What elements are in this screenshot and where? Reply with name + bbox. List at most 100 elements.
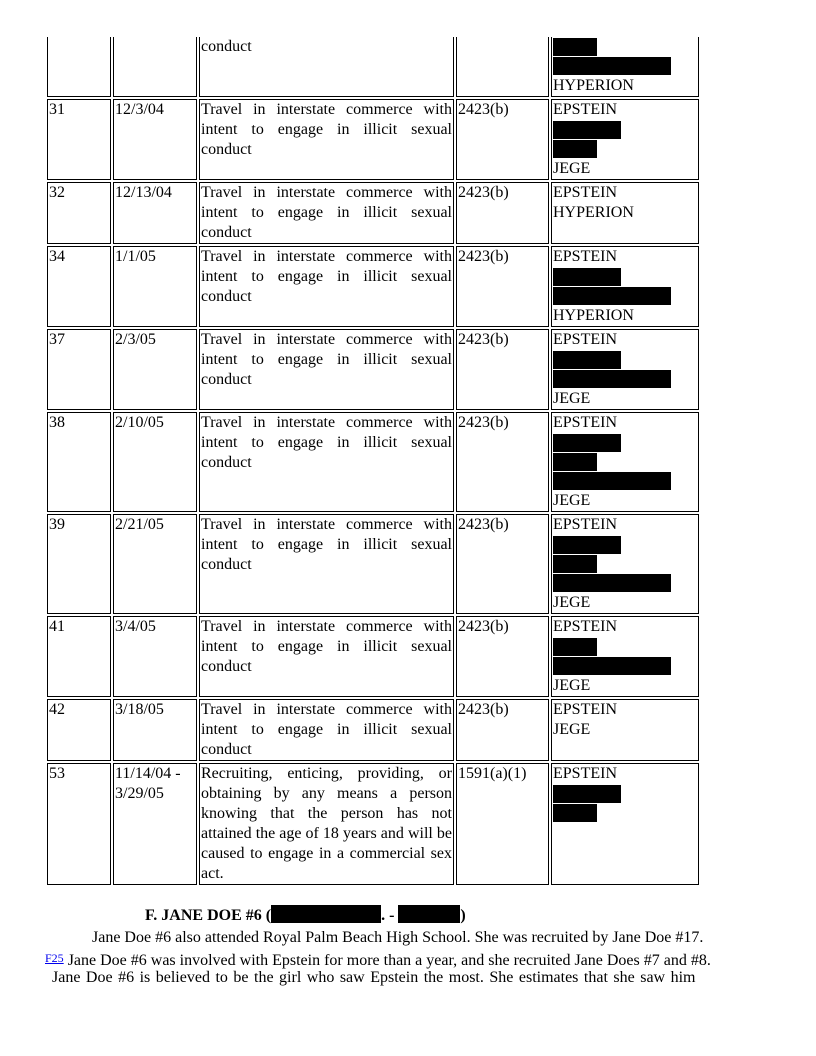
redaction-bar (398, 905, 461, 923)
date-cell: 2/3/05 (113, 329, 197, 410)
heading-text: . - (381, 907, 395, 924)
count-cell: 34 (47, 246, 111, 327)
redaction-bar (553, 38, 597, 56)
redaction-bar (553, 574, 671, 592)
statute-cell: 2423(b) (456, 182, 549, 244)
redaction-bar (553, 453, 597, 471)
statute-cell: 2423(b) (456, 246, 549, 327)
redaction-bar (553, 121, 621, 139)
count-cell: 31 (47, 99, 111, 180)
name-entry: HYPERION (553, 204, 634, 221)
count-cell: 42 (47, 699, 111, 761)
count-cell: 53 (47, 763, 111, 885)
name-entry: JEGE (553, 594, 591, 611)
paragraph-text: Jane Doe #6 was involved with Epstein fo… (63, 952, 711, 969)
name-entry: HYPERION (553, 77, 634, 94)
redaction-bar (553, 804, 597, 822)
statute-cell: 1591(a)(1) (456, 763, 549, 885)
name-entry: JEGE (553, 677, 591, 694)
statute-cell: 2423(b) (456, 514, 549, 614)
redaction-bar (553, 785, 621, 803)
redaction-bar (553, 555, 597, 573)
description-cell: Travel in interstate commerce with inten… (199, 99, 454, 180)
count-cell: 32 (47, 182, 111, 244)
description-cell: Travel in interstate commerce with inten… (199, 329, 454, 410)
names-cell: EPSTEIN JEGE (551, 412, 699, 512)
statute-cell: 2423(b) (456, 699, 549, 761)
count-cell: 37 (47, 329, 111, 410)
names-cell: EPSTEIN JEGE (551, 699, 699, 761)
description-cell: Travel in interstate commerce with inten… (199, 182, 454, 244)
date-cell: 1/1/05 (113, 246, 197, 327)
heading-text: ) (460, 907, 466, 924)
name-entry: JEGE (553, 492, 591, 509)
names-cell: EPSTEIN (551, 763, 699, 885)
count-cell: 38 (47, 412, 111, 512)
statute-cell: 2423(b) (456, 412, 549, 512)
date-cell (113, 37, 197, 97)
redaction-bar (553, 287, 671, 305)
redaction-bar (553, 434, 621, 452)
names-cell: EPSTEIN HYPERION (551, 182, 699, 244)
description-cell: Travel in interstate commerce with inten… (199, 514, 454, 614)
name-entry: JEGE (553, 160, 591, 177)
date-cell: 12/13/04 (113, 182, 197, 244)
date-cell: 2/10/05 (113, 412, 197, 512)
name-entry: EPSTEIN (553, 516, 617, 533)
name-entry: EPSTEIN (553, 414, 617, 431)
statute-cell: 2423(b) (456, 616, 549, 697)
paragraph-line: Jane Doe #6 is believed to be the girl w… (52, 969, 696, 986)
date-cell: 11/14/04 - 3/29/05 (113, 763, 197, 885)
names-cell: EPSTEIN JEGE (551, 99, 699, 180)
statute-cell: 2423(b) (456, 329, 549, 410)
redaction-bar (271, 905, 382, 923)
date-cell: 3/18/05 (113, 699, 197, 761)
date-cell: 3/4/05 (113, 616, 197, 697)
name-entry: EPSTEIN (553, 618, 617, 635)
count-cell (47, 37, 111, 97)
description-cell: conduct (199, 37, 454, 97)
names-cell: EPSTEIN JEGE (551, 616, 699, 697)
redaction-bar (553, 268, 621, 286)
heading-text: F. JANE DOE #6 ( (145, 907, 272, 924)
paragraph-line: Jane Doe #6 also attended Royal Palm Bea… (92, 929, 704, 946)
name-entry: EPSTEIN (553, 765, 617, 782)
name-entry: EPSTEIN (553, 184, 617, 201)
count-cell: 39 (47, 514, 111, 614)
paragraph-line: F25 Jane Doe #6 was involved with Epstei… (45, 948, 711, 971)
name-entry: HYPERION (553, 307, 634, 324)
names-cell: EPSTEIN JEGE (551, 514, 699, 614)
name-entry: EPSTEIN (553, 701, 617, 718)
description-cell: Travel in interstate commerce with inten… (199, 616, 454, 697)
redaction-bar (553, 57, 671, 75)
name-entry: JEGE (553, 721, 591, 738)
name-entry: JEGE (553, 390, 591, 407)
names-cell: EPSTEIN HYPERION (551, 246, 699, 327)
footnote-link[interactable]: F25 (45, 951, 64, 965)
description-cell: Travel in interstate commerce with inten… (199, 412, 454, 512)
name-entry: EPSTEIN (553, 101, 617, 118)
section-heading: F. JANE DOE #6 ( . -) (145, 905, 466, 926)
date-cell: 12/3/04 (113, 99, 197, 180)
redaction-bar (553, 536, 621, 554)
name-entry: EPSTEIN (553, 248, 617, 265)
names-cell: HYPERION (551, 37, 699, 97)
description-cell: Recruiting, enticing, providing, or obta… (199, 763, 454, 885)
description-cell: Travel in interstate commerce with inten… (199, 246, 454, 327)
redaction-bar (553, 351, 621, 369)
redaction-bar (553, 638, 597, 656)
count-cell: 41 (47, 616, 111, 697)
redaction-bar (553, 657, 671, 675)
redaction-bar (553, 140, 597, 158)
description-cell: Travel in interstate commerce with inten… (199, 699, 454, 761)
